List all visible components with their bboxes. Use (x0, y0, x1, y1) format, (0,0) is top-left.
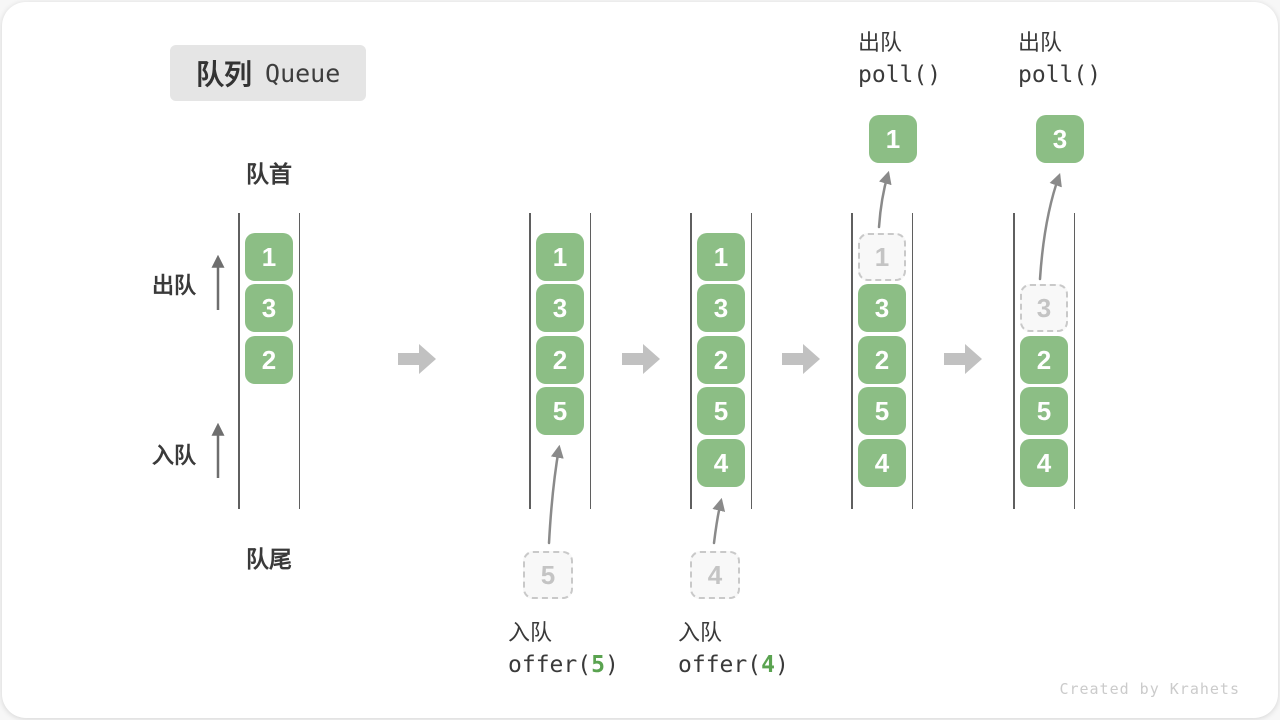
queue-cell: 1 (697, 233, 745, 281)
queue-cell-removed: 3 (1020, 284, 1068, 332)
queue-cell: 1 (245, 233, 293, 281)
title-zh: 队列 (196, 59, 253, 90)
dequeue-op-label: 出队 poll() (1018, 32, 1101, 87)
dequeue-op-label: 出队 poll() (858, 32, 941, 87)
queue-wall-right (750, 213, 752, 509)
queue-cell: 5 (536, 387, 584, 435)
queue-wall-left (529, 213, 531, 509)
queue-cell: 1 (536, 233, 584, 281)
queue-state-2: 1 3 2 5 (529, 213, 591, 509)
queue-cell: 3 (536, 284, 584, 332)
enqueue-op-zh: 入队 (678, 620, 723, 645)
queue-cell: 2 (697, 336, 745, 384)
queue-wall-left (690, 213, 692, 509)
enqueue-op-code: offer(5) (508, 652, 619, 678)
queue-wall-right (911, 213, 913, 509)
queue-cell: 5 (697, 387, 745, 435)
flow-arrow-icon (398, 344, 436, 374)
queue-cell-removed: 1 (858, 233, 906, 281)
flow-arrow-icon (782, 344, 820, 374)
queue-cell: 5 (858, 387, 906, 435)
queue-state-3: 1 3 2 5 4 (690, 213, 752, 509)
queue-wall-right (298, 213, 300, 509)
pending-enqueue-value: 5 (523, 551, 573, 599)
title-en: Queue (265, 58, 341, 88)
dequeue-op-zh: 出队 (858, 30, 903, 55)
queue-cell: 2 (858, 336, 906, 384)
queue-cell: 3 (697, 284, 745, 332)
pending-enqueue-value: 4 (690, 551, 740, 599)
enqueue-arg: 4 (761, 652, 775, 678)
enqueue-arg: 5 (591, 652, 605, 678)
queue-wall-right (1073, 213, 1075, 509)
queue-cell: 3 (858, 284, 906, 332)
dequeue-side-label: 出队 (151, 273, 196, 298)
queue-front-label: 队首 (246, 161, 292, 187)
enqueue-op-zh: 入队 (508, 620, 553, 645)
queue-cell: 2 (245, 336, 293, 384)
enqueue-op-label: 入队 offer(5) (508, 622, 619, 677)
queue-cell: 2 (1020, 336, 1068, 384)
watermark: Created by Krahets (1059, 680, 1240, 698)
polled-value: 3 (1036, 115, 1084, 163)
enqueue-op-label: 入队 offer(4) (678, 622, 789, 677)
dequeue-op-code: poll() (858, 62, 942, 88)
queue-cell: 4 (858, 439, 906, 487)
queue-state-1: 1 3 2 (238, 213, 300, 509)
queue-state-5: 3 2 5 4 (1013, 213, 1075, 509)
queue-wall-left (1013, 213, 1015, 509)
flow-arrow-icon (944, 344, 982, 374)
queue-wall-left (851, 213, 853, 509)
queue-cell: 4 (697, 439, 745, 487)
dequeue-op-zh: 出队 (1018, 30, 1063, 55)
queue-wall-left (238, 213, 240, 509)
queue-cell: 5 (1020, 387, 1068, 435)
polled-value: 1 (869, 115, 917, 163)
queue-rear-label: 队尾 (246, 546, 292, 572)
queue-cell: 2 (536, 336, 584, 384)
flow-arrow-icon (622, 344, 660, 374)
queue-wall-right (589, 213, 591, 509)
queue-cell: 4 (1020, 439, 1068, 487)
queue-cell: 3 (245, 284, 293, 332)
queue-state-4: 1 3 2 5 4 (851, 213, 913, 509)
enqueue-op-code: offer(4) (678, 652, 789, 678)
dequeue-op-code: poll() (1018, 62, 1102, 88)
enqueue-side-label: 入队 (151, 443, 196, 468)
diagram-title: 队列 Queue (170, 45, 367, 101)
